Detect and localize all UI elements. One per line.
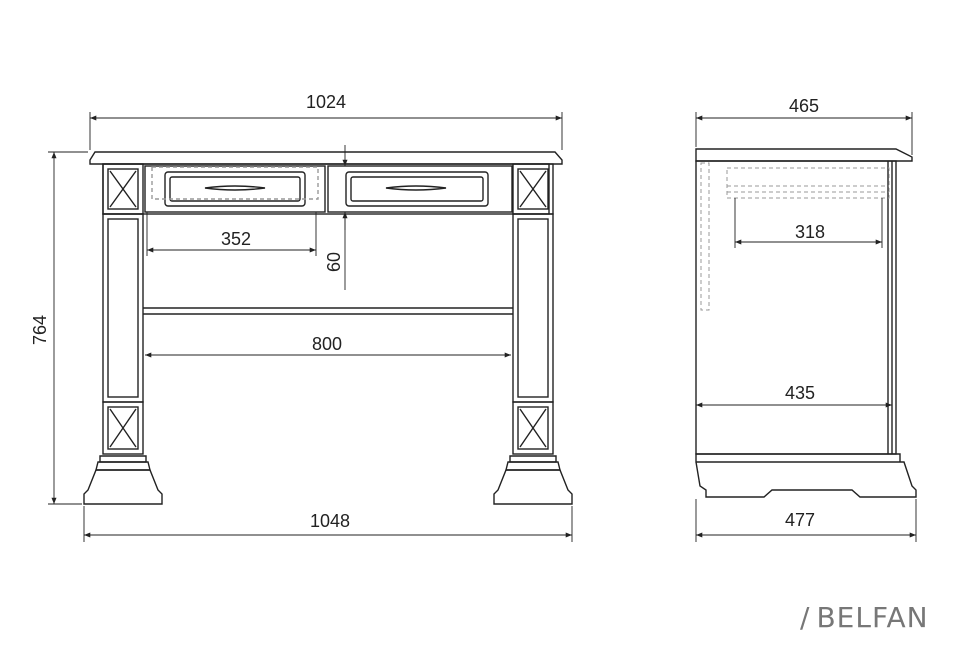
front-tabletop bbox=[89, 151, 563, 165]
dim-drawer-height: 60 bbox=[324, 252, 344, 272]
front-left-leg bbox=[83, 163, 163, 505]
dim-drawer-width: 352 bbox=[221, 229, 251, 249]
side-hidden-lines bbox=[700, 162, 890, 311]
side-tabletop bbox=[695, 148, 913, 162]
front-stretcher bbox=[143, 307, 513, 315]
front-drawer-left bbox=[144, 165, 326, 213]
side-dimensions bbox=[695, 112, 917, 542]
front-hidden-drawer bbox=[151, 166, 319, 200]
dim-side-top-depth: 465 bbox=[789, 96, 819, 116]
dim-side-inner-depth: 435 bbox=[785, 383, 815, 403]
front-view bbox=[83, 151, 573, 505]
front-right-leg bbox=[493, 163, 573, 505]
brand-slash: / bbox=[800, 601, 811, 634]
dim-side-drawer-depth: 318 bbox=[795, 222, 825, 242]
side-view bbox=[695, 148, 917, 498]
front-dimensions bbox=[48, 112, 573, 542]
brand-name: BELFAN bbox=[816, 601, 929, 634]
front-drawer-right bbox=[327, 165, 513, 213]
dim-side-base-depth: 477 bbox=[785, 510, 815, 530]
dim-front-base-width: 1048 bbox=[310, 511, 350, 531]
dim-inner-width: 800 bbox=[312, 334, 342, 354]
dim-front-top-width: 1024 bbox=[306, 92, 346, 112]
side-body bbox=[695, 160, 897, 455]
side-base bbox=[695, 453, 917, 498]
brand-logo: /BELFAN bbox=[800, 601, 929, 634]
dim-front-height: 764 bbox=[30, 315, 50, 345]
